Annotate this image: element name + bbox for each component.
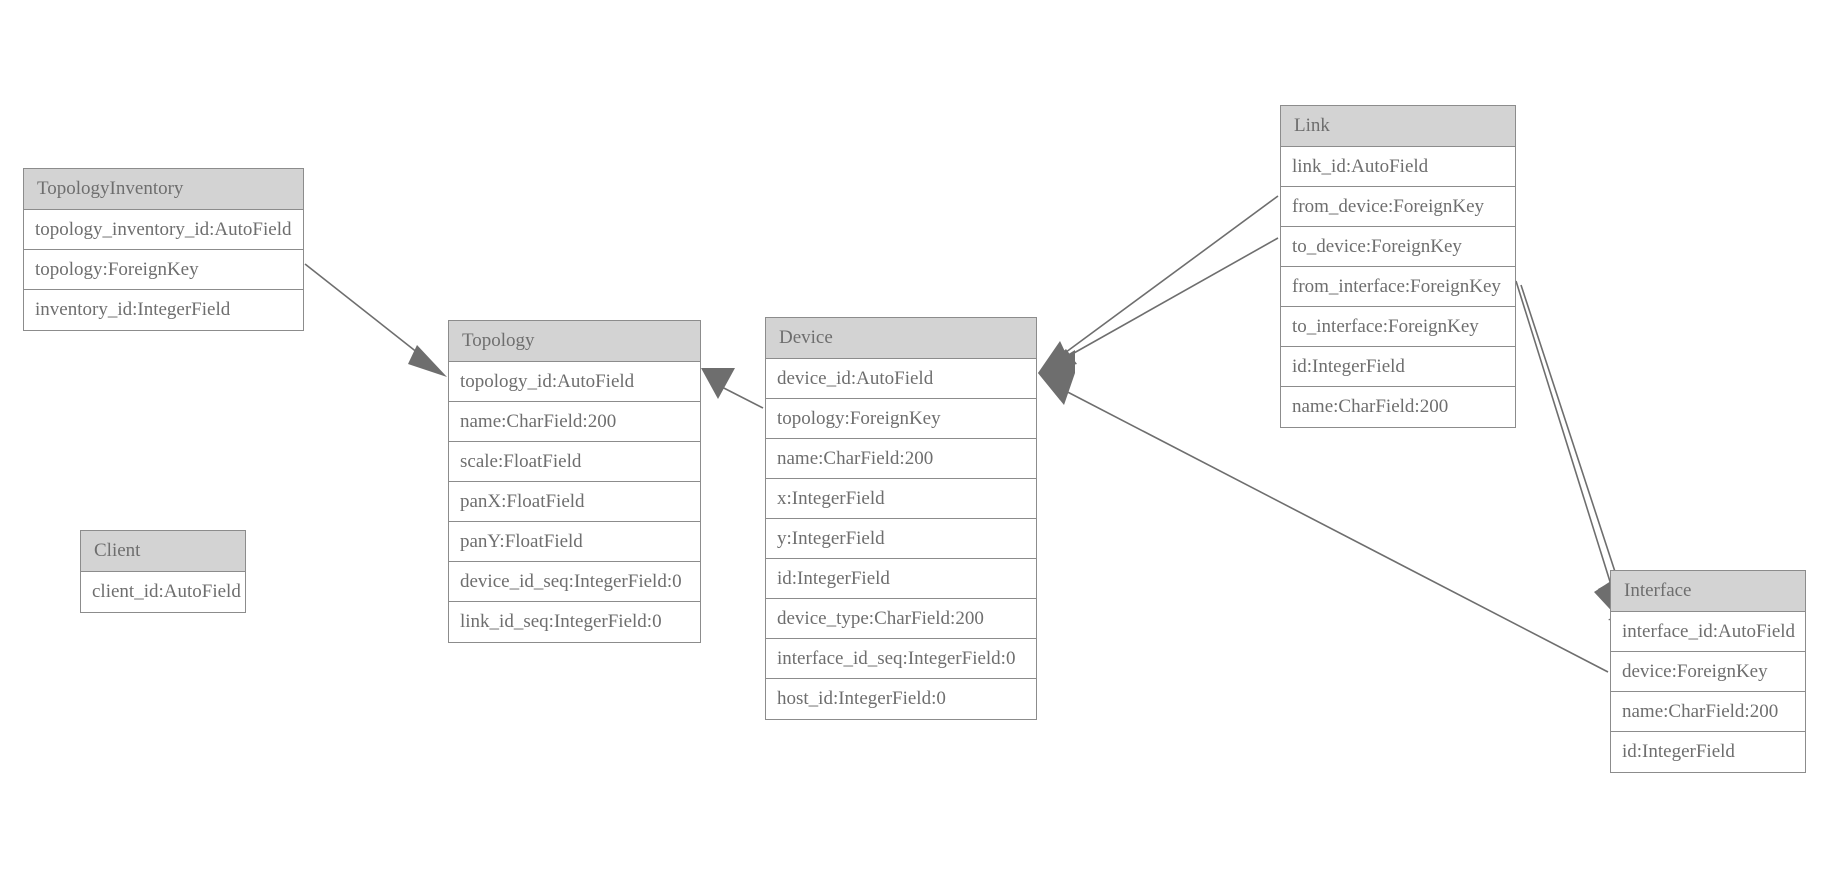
field-link-id: id:IntegerField xyxy=(1281,347,1515,387)
device-right-arrowhead-cluster xyxy=(1038,341,1075,405)
field-device-x: x:IntegerField xyxy=(766,479,1036,519)
relationship-link-to-device xyxy=(1038,237,1279,373)
field-interface-name: name:CharField:200 xyxy=(1611,692,1805,732)
field-interface-device: device:ForeignKey xyxy=(1611,652,1805,692)
field-link-link-id: link_id:AutoField xyxy=(1281,147,1515,187)
entity-title-topology-inventory: TopologyInventory xyxy=(24,169,303,210)
relationship-topologyinventory-topology xyxy=(304,263,447,377)
relationship-link-to-interface xyxy=(1520,284,1622,620)
entity-link[interactable]: Link link_id:AutoField from_device:Forei… xyxy=(1280,105,1516,428)
field-device-y: y:IntegerField xyxy=(766,519,1036,559)
field-topology-inventory-inventory-id: inventory_id:IntegerField xyxy=(24,290,303,330)
field-device-host-id: host_id:IntegerField:0 xyxy=(766,679,1036,719)
field-interface-id: id:IntegerField xyxy=(1611,732,1805,772)
entity-title-client: Client xyxy=(81,531,245,572)
entity-title-device: Device xyxy=(766,318,1036,359)
field-topology-link-id-seq: link_id_seq:IntegerField:0 xyxy=(449,602,700,642)
field-link-from-device: from_device:ForeignKey xyxy=(1281,187,1515,227)
relationship-device-topology xyxy=(701,368,764,409)
field-topology-scale: scale:FloatField xyxy=(449,442,700,482)
field-topology-panx: panX:FloatField xyxy=(449,482,700,522)
field-topology-inventory-topology: topology:ForeignKey xyxy=(24,250,303,290)
entity-device[interactable]: Device device_id:AutoField topology:Fore… xyxy=(765,317,1037,720)
entity-interface[interactable]: Interface interface_id:AutoField device:… xyxy=(1610,570,1806,773)
field-topology-pany: panY:FloatField xyxy=(449,522,700,562)
relationship-link-from-device xyxy=(1038,195,1279,373)
entity-title-interface: Interface xyxy=(1611,571,1805,612)
field-device-topology: topology:ForeignKey xyxy=(766,399,1036,439)
entity-topology[interactable]: Topology topology_id:AutoField name:Char… xyxy=(448,320,701,643)
field-link-to-device: to_device:ForeignKey xyxy=(1281,227,1515,267)
entity-client[interactable]: Client client_id:AutoField xyxy=(80,530,246,613)
field-link-to-interface: to_interface:ForeignKey xyxy=(1281,307,1515,347)
entity-title-topology: Topology xyxy=(449,321,700,362)
field-topology-device-id-seq: device_id_seq:IntegerField:0 xyxy=(449,562,700,602)
field-interface-interface-id: interface_id:AutoField xyxy=(1611,612,1805,652)
field-device-device-id: device_id:AutoField xyxy=(766,359,1036,399)
relationship-link-from-interface xyxy=(1515,280,1620,620)
field-device-id: id:IntegerField xyxy=(766,559,1036,599)
field-link-name: name:CharField:200 xyxy=(1281,387,1515,427)
entity-title-link: Link xyxy=(1281,106,1515,147)
field-device-name: name:CharField:200 xyxy=(766,439,1036,479)
field-topology-inventory-id: topology_inventory_id:AutoField xyxy=(24,210,303,250)
field-device-device-type: device_type:CharField:200 xyxy=(766,599,1036,639)
field-device-interface-id-seq: interface_id_seq:IntegerField:0 xyxy=(766,639,1036,679)
field-topology-name: name:CharField:200 xyxy=(449,402,700,442)
field-link-from-interface: from_interface:ForeignKey xyxy=(1281,267,1515,307)
entity-topology-inventory[interactable]: TopologyInventory topology_inventory_id:… xyxy=(23,168,304,331)
field-topology-topology-id: topology_id:AutoField xyxy=(449,362,700,402)
field-client-client-id: client_id:AutoField xyxy=(81,572,245,612)
